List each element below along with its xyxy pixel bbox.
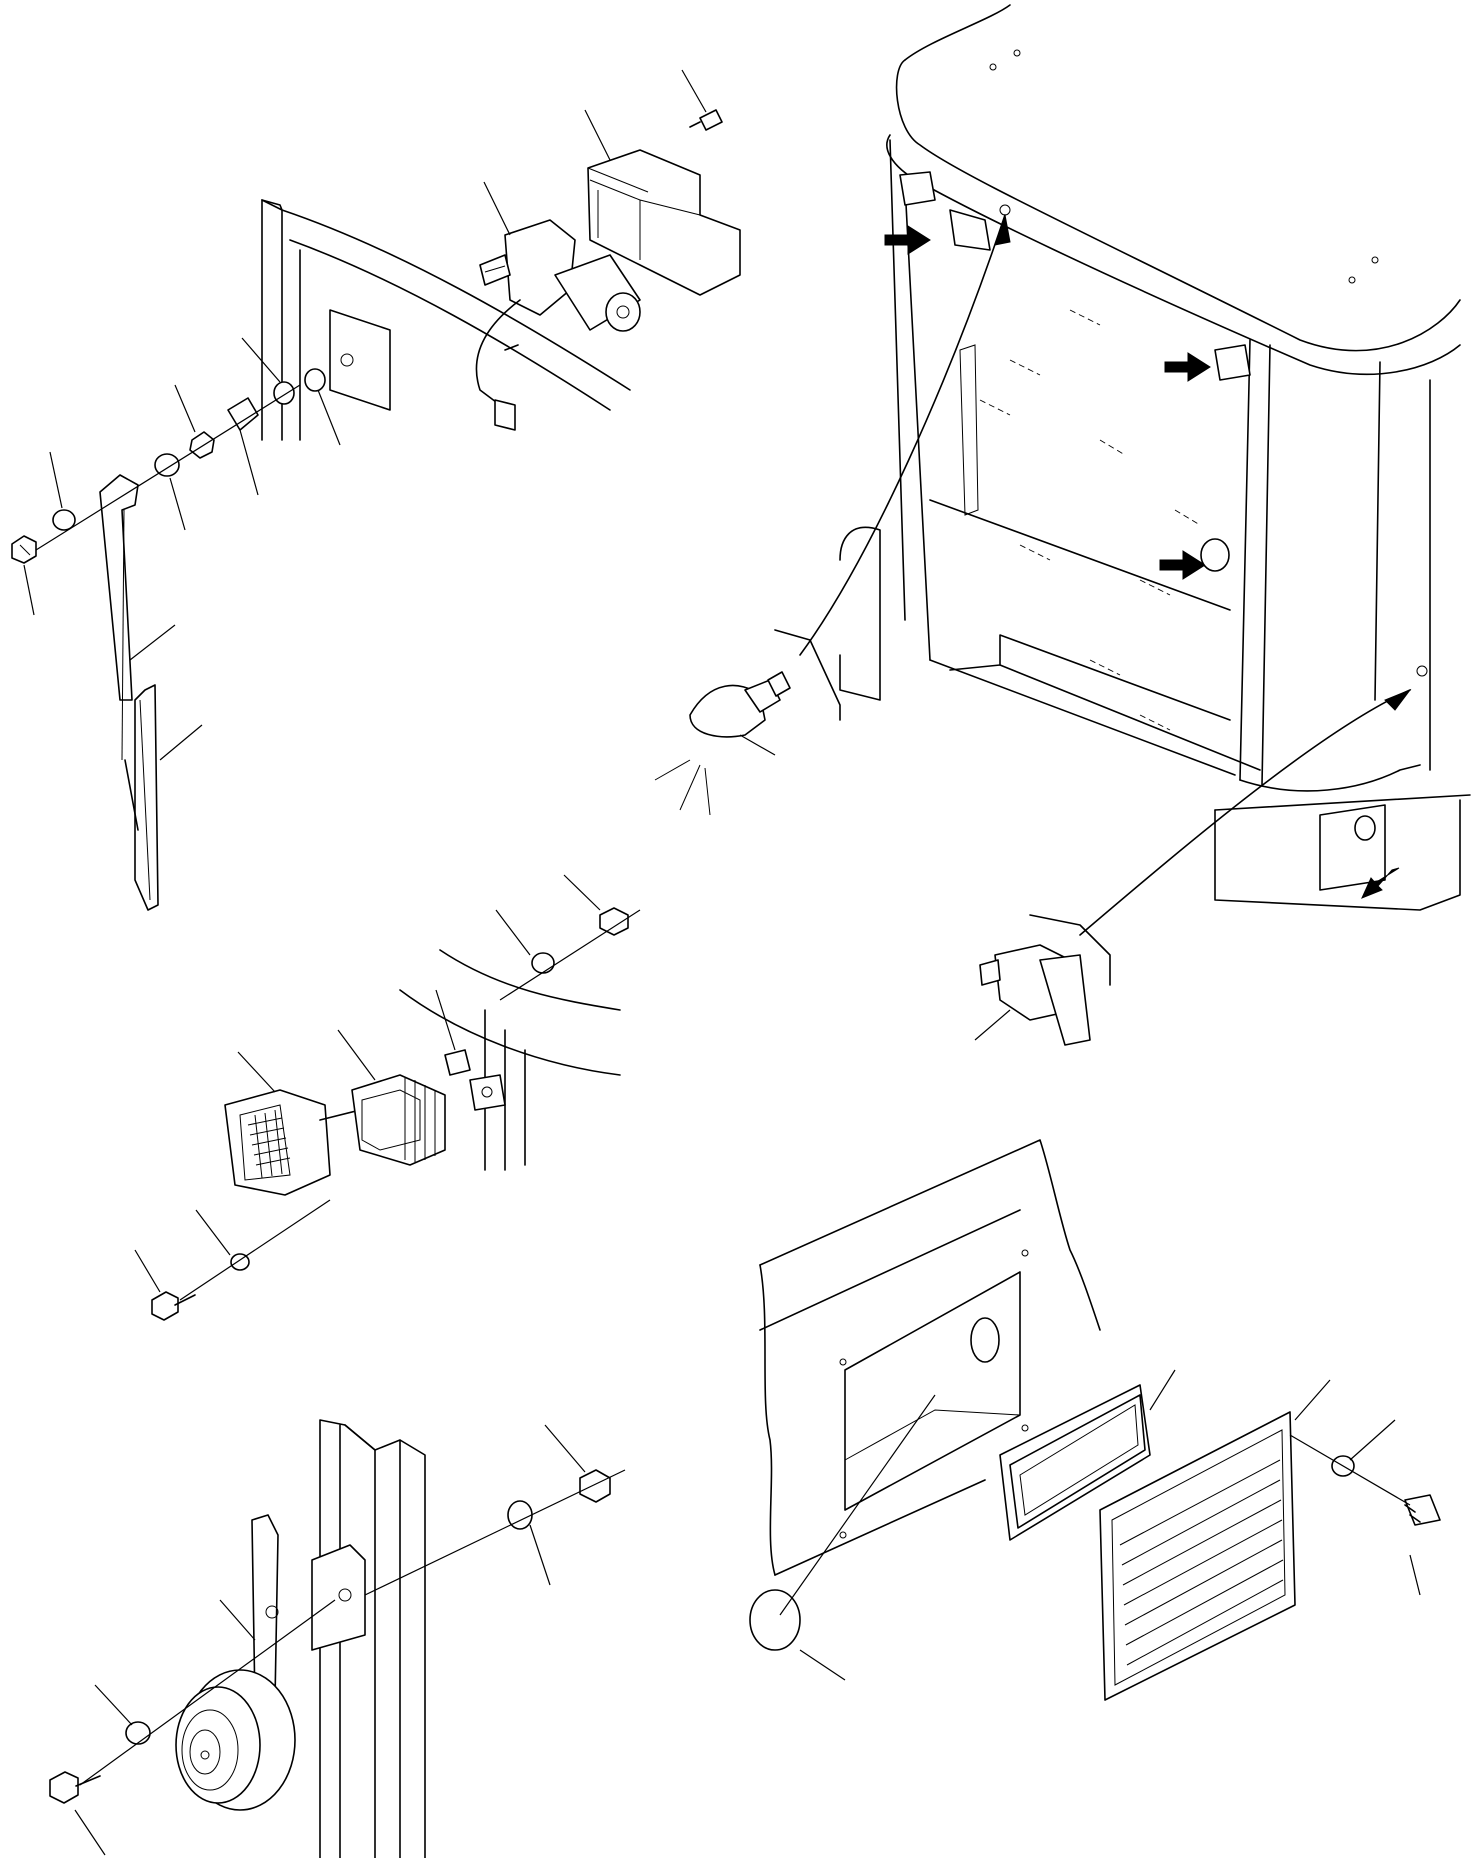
work-lamp-assembly — [135, 875, 640, 1320]
rotating-beacon — [655, 630, 840, 815]
bushing — [274, 382, 294, 404]
motor-cover — [588, 150, 740, 295]
location-arrows — [885, 226, 1399, 898]
wiper-hardware — [12, 369, 325, 910]
wiper-motor-assembly — [12, 70, 740, 910]
wiper-motor — [476, 220, 640, 430]
cap — [228, 398, 258, 430]
washer — [155, 454, 179, 476]
vent-louver-assembly — [750, 1140, 1440, 1700]
horn — [176, 1515, 295, 1810]
door-frame — [262, 200, 630, 440]
rubber-boot — [352, 1075, 445, 1165]
callout-leaders — [24, 70, 706, 760]
screw — [690, 110, 722, 130]
nut — [190, 432, 214, 458]
horn-assembly — [50, 1420, 625, 1858]
key-switch — [975, 915, 1110, 1045]
cab-overview — [655, 5, 1470, 1045]
bushing — [305, 369, 325, 391]
